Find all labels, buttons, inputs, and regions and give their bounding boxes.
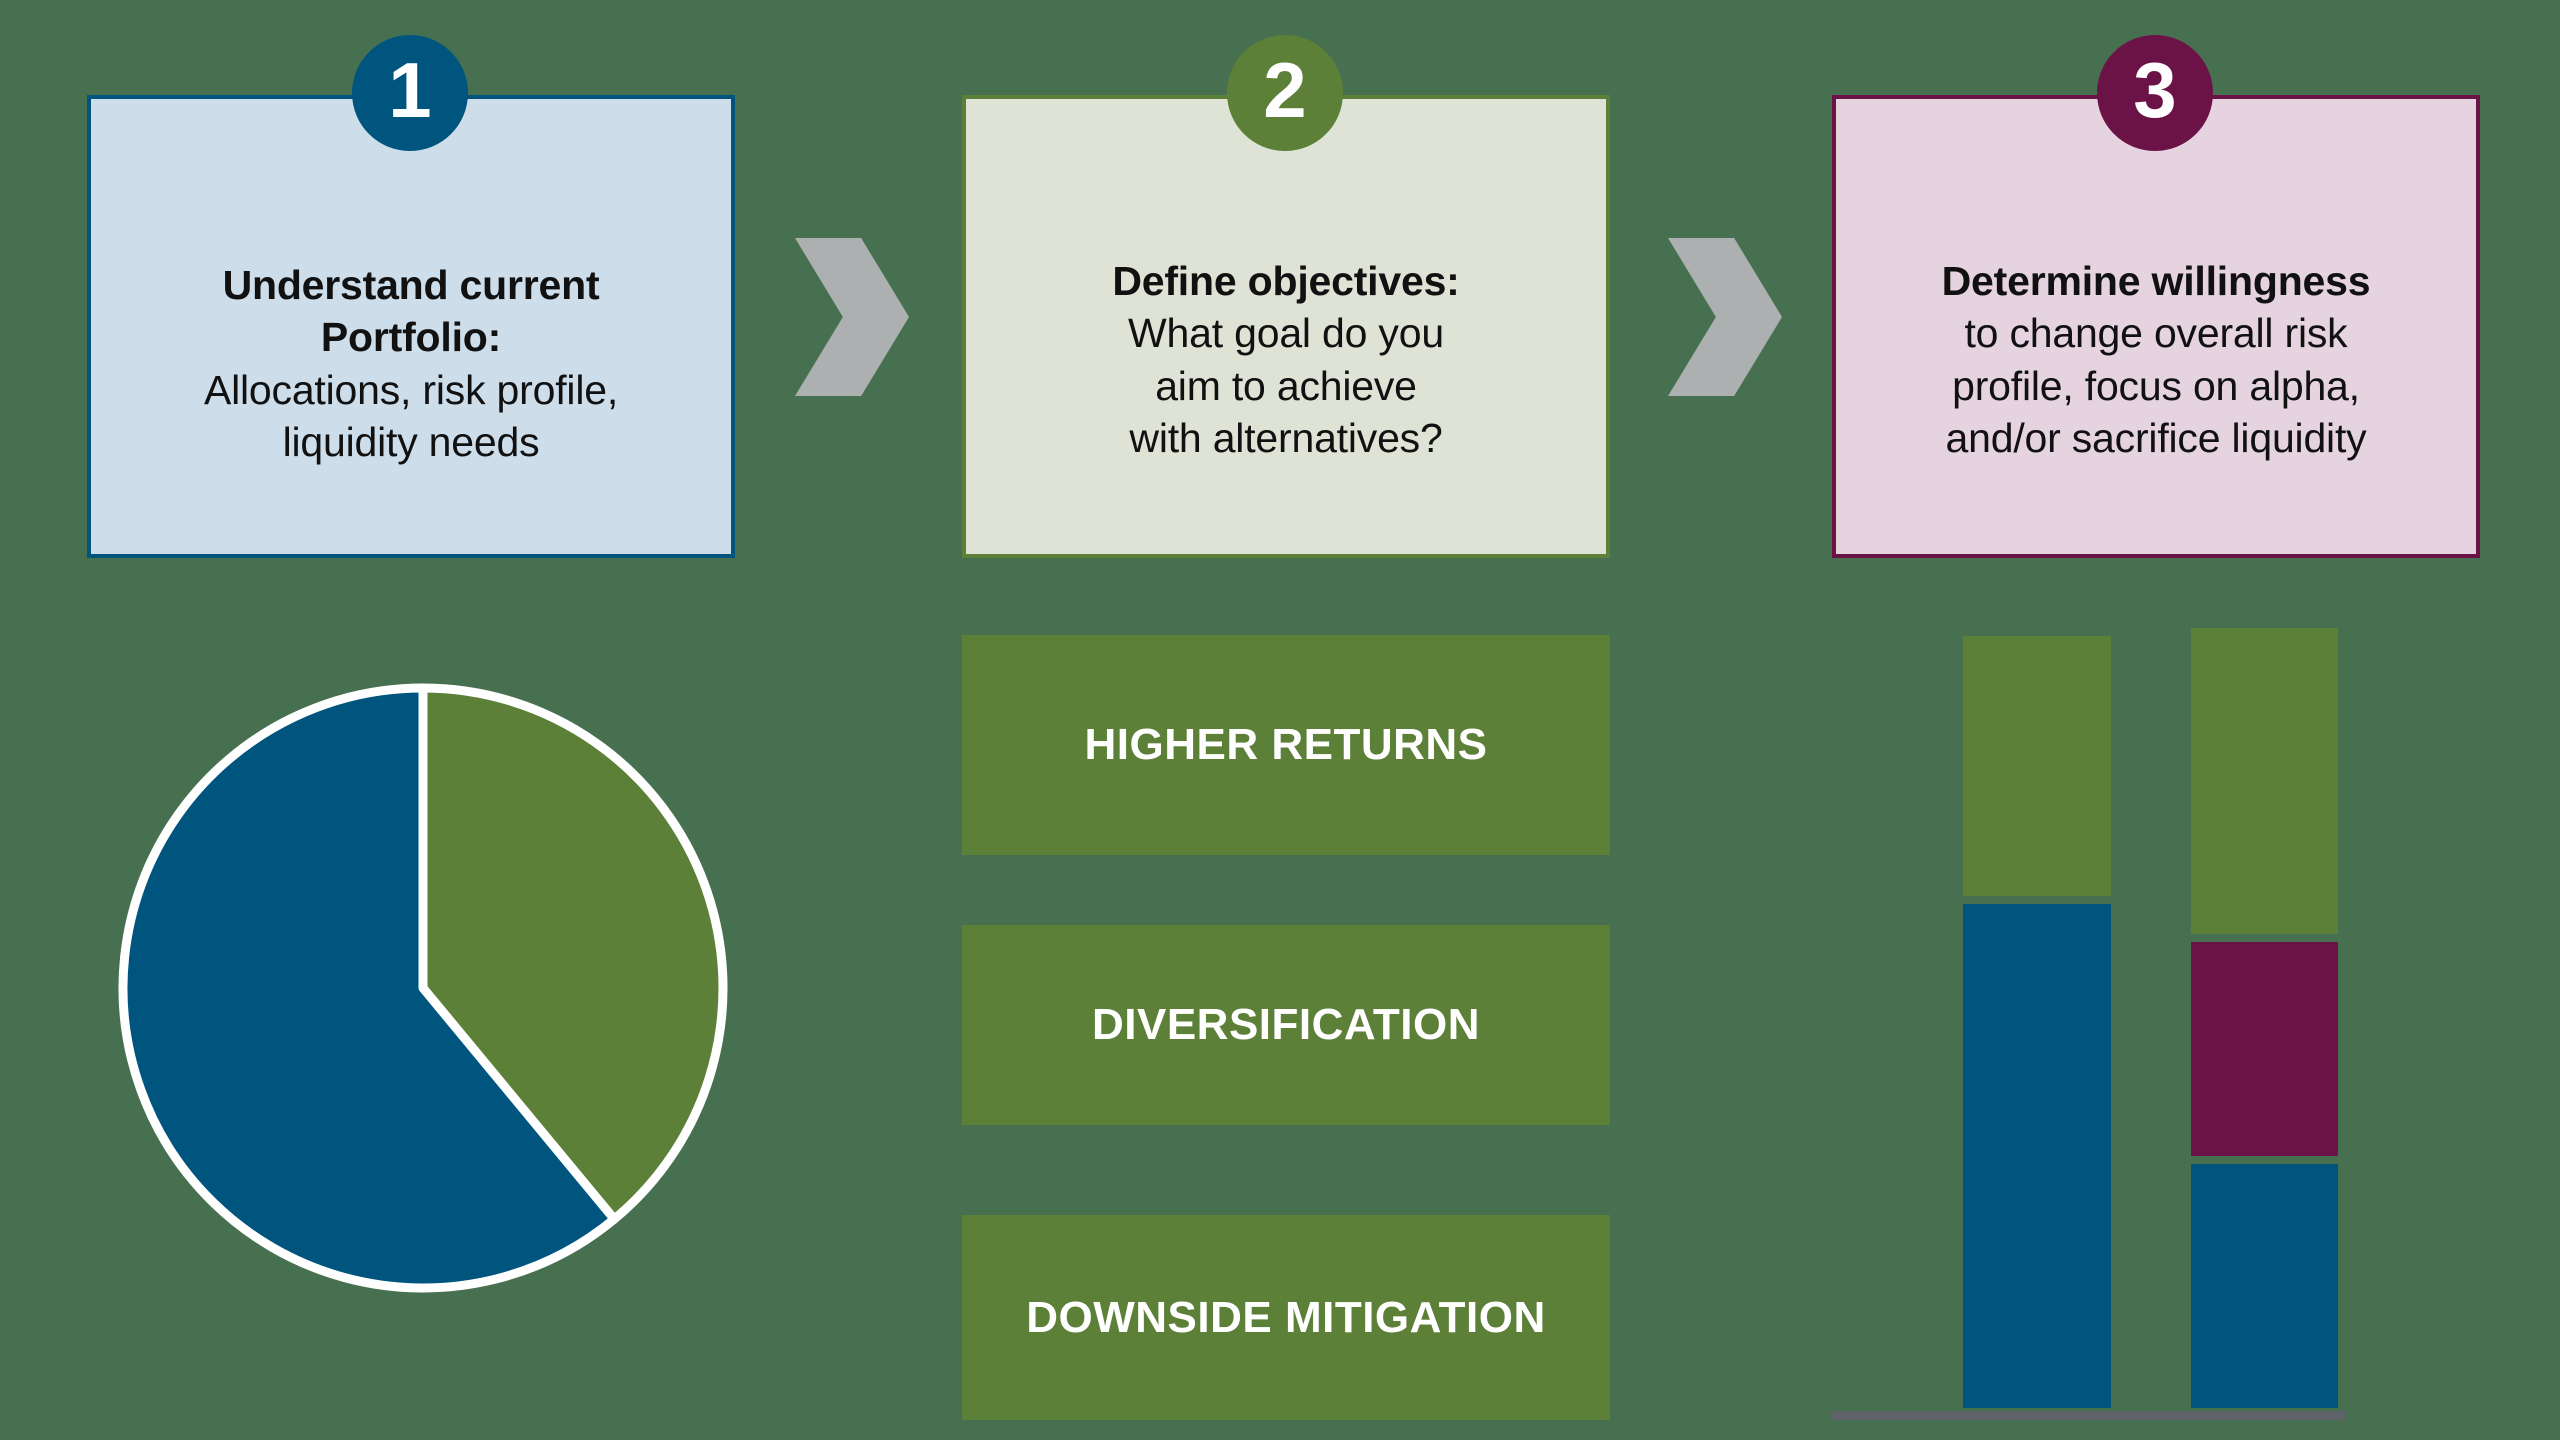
step-card-1-text: Understand current Portfolio:Allocations… bbox=[186, 206, 636, 468]
stacked-bar-segment-gap bbox=[2191, 934, 2338, 942]
risk-profile-stacked-bar-chart bbox=[1832, 620, 2480, 1420]
stacked-bar-current-portfolio bbox=[1963, 636, 2111, 1408]
pie-slice bbox=[418, 683, 728, 1224]
step-card-3-text: Determine willingness to change overall r… bbox=[1924, 202, 2389, 464]
step-card-3-body: to change overall risk profile, focus on… bbox=[1945, 310, 2367, 462]
chevron-right-icon bbox=[1668, 238, 1782, 396]
chart-baseline-axis bbox=[1832, 1411, 2346, 1420]
portfolio-pie-chart bbox=[118, 683, 728, 1293]
step-badge-1-number: 1 bbox=[388, 46, 432, 134]
pie-slice bbox=[118, 683, 619, 1293]
step-card-2-heading: Define objectives: bbox=[1112, 257, 1460, 304]
chevron-right-icon bbox=[795, 238, 909, 396]
step-card-1-heading: Understand current Portfolio: bbox=[222, 261, 600, 361]
stacked-bar-segment-gap bbox=[1963, 896, 2111, 904]
stacked-bar-segment bbox=[2191, 941, 2338, 1156]
objective-bar-downside-mitigation: DOWNSIDE MITIGATION bbox=[962, 1215, 1610, 1420]
step-card-3-heading: Determine willingness bbox=[1941, 257, 2371, 304]
objective-bar-label: HIGHER RETURNS bbox=[1084, 720, 1488, 769]
objective-bar-higher-returns: HIGHER RETURNS bbox=[962, 635, 1610, 855]
step-card-1-body: Allocations, risk profile, liquidity nee… bbox=[203, 366, 619, 466]
objective-bar-diversification: DIVERSIFICATION bbox=[962, 925, 1610, 1125]
step-card-2-text: Define objectives: What goal do you aim t… bbox=[1094, 202, 1477, 464]
step-badge-2: 2 bbox=[1227, 35, 1343, 151]
step-card-3: Determine willingness to change overall r… bbox=[1832, 95, 2480, 558]
step-card-2-body: What goal do you aim to achieve with alt… bbox=[1128, 310, 1444, 462]
step-badge-2-number: 2 bbox=[1263, 46, 1307, 134]
stacked-bar-segment bbox=[1963, 903, 2111, 1408]
stacked-bar-segment bbox=[2191, 1163, 2338, 1408]
step-card-2: Define objectives: What goal do you aim t… bbox=[962, 95, 1610, 558]
stacked-bar-target-portfolio bbox=[2191, 628, 2338, 1408]
step-badge-3: 3 bbox=[2097, 35, 2213, 151]
step-card-1: Understand current Portfolio:Allocations… bbox=[87, 95, 735, 558]
stacked-bar-segment bbox=[1963, 636, 2111, 896]
step-badge-3-number: 3 bbox=[2133, 46, 2177, 134]
stacked-bar-segment bbox=[2191, 628, 2338, 934]
objective-bar-label: DOWNSIDE MITIGATION bbox=[1026, 1292, 1546, 1342]
objective-bar-label: DIVERSIFICATION bbox=[1091, 1000, 1481, 1049]
stacked-bar-segment-gap bbox=[2191, 1156, 2338, 1164]
step-badge-1: 1 bbox=[352, 35, 468, 151]
